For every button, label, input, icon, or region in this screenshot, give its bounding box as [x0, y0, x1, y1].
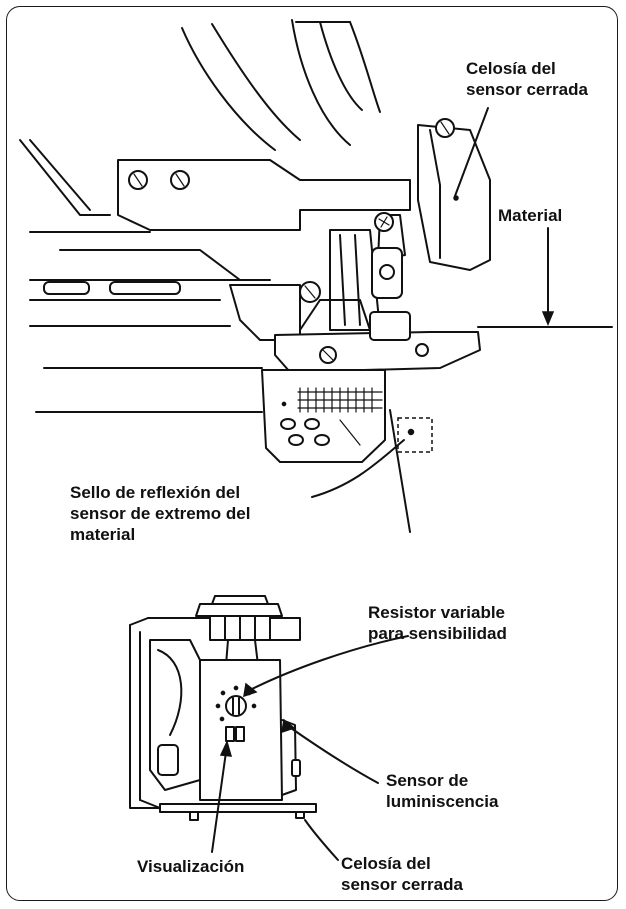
material-label: Material	[498, 206, 563, 225]
presser-foot-assembly	[19, 19, 613, 533]
bottom-shutter-label: Celosía del sensor cerrada	[341, 854, 463, 894]
display-label: Visualización	[137, 857, 245, 876]
luminescence-sensor-label: Sensor de luminiscencia	[386, 771, 499, 811]
luminescence-sensor-assembly	[129, 595, 317, 821]
resistor-label: Resistor variable para sensibilidad	[368, 603, 507, 643]
reflection-seal-label: Sello de reflexión del sensor de extremo…	[70, 483, 251, 544]
top-leader-lines	[311, 107, 555, 498]
bottom-leader-lines	[211, 635, 409, 861]
top-shutter-label: Celosía del sensor cerrada	[466, 59, 588, 99]
